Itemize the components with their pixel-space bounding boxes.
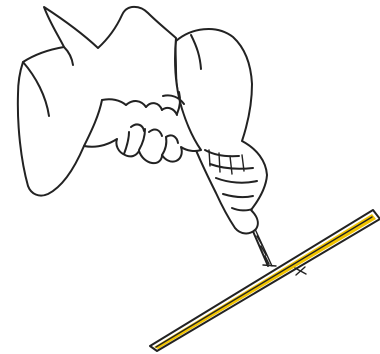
marking-cross-icon xyxy=(295,267,306,275)
hand-icon xyxy=(18,7,201,196)
yellow-strip-icon xyxy=(150,210,380,351)
drill-bit-icon xyxy=(252,229,276,266)
